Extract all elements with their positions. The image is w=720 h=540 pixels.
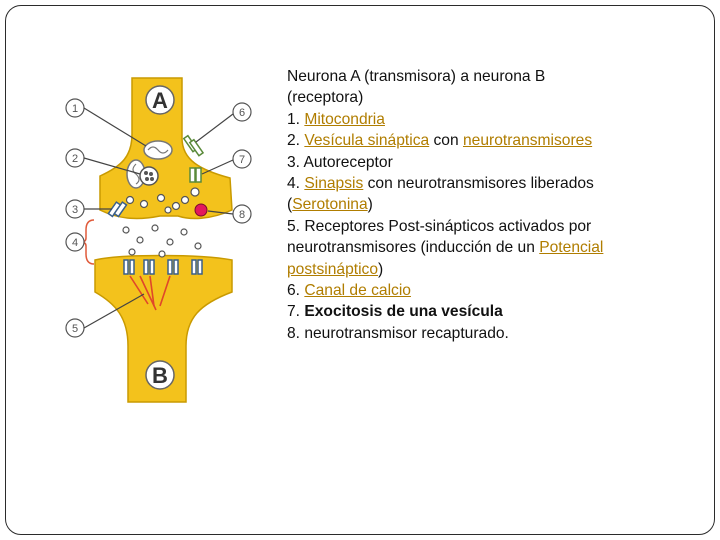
neuron-a-label: A xyxy=(152,88,168,113)
callout-8: 8 xyxy=(233,205,251,223)
svg-text:4: 4 xyxy=(72,237,78,249)
callout-3: 3 xyxy=(66,200,84,218)
link-vesicula-sinaptica[interactable]: Vesícula sináptica xyxy=(304,132,429,149)
item-3: 3. Autoreceptor xyxy=(287,152,667,173)
callout-1: 1 xyxy=(66,99,84,117)
released-neurotransmitters xyxy=(123,225,201,257)
link-postsinaptico[interactable]: postsináptico xyxy=(287,261,378,278)
item-5: 5. Receptores Post-sinápticos activados … xyxy=(287,216,667,237)
callout-5: 5 xyxy=(66,319,84,337)
svg-text:3: 3 xyxy=(72,204,78,216)
title-line-1: Neurona A (transmisora) a neurona B xyxy=(287,66,667,87)
svg-text:8: 8 xyxy=(239,209,245,221)
svg-text:6: 6 xyxy=(239,107,245,119)
callout-6: 6 xyxy=(233,103,251,121)
item-6: 6. Canal de calcio xyxy=(287,280,667,301)
link-serotonina[interactable]: Serotonina xyxy=(292,196,367,213)
item-7: 7. Exocitosis de una vesícula xyxy=(287,301,667,322)
item-4-cont: (Serotonina) xyxy=(287,194,667,215)
legend-text: Neurona A (transmisora) a neurona B (rec… xyxy=(287,66,667,344)
title-line-2: (receptora) xyxy=(287,87,667,108)
link-potencial[interactable]: Potencial xyxy=(539,239,603,256)
item-4: 4. Sinapsis con neurotransmisores libera… xyxy=(287,173,667,194)
svg-text:7: 7 xyxy=(239,154,245,166)
link-sinapsis[interactable]: Sinapsis xyxy=(304,175,363,192)
link-neurotransmisores[interactable]: neurotransmisores xyxy=(463,132,592,149)
item-5-cont-2: postsináptico) xyxy=(287,259,667,280)
synaptic-vesicle-cluster xyxy=(140,167,158,185)
link-canal-de-calcio[interactable]: Canal de calcio xyxy=(304,282,411,299)
item-1: 1. Mitocondria xyxy=(287,109,667,130)
item-5-cont: neurotransmisores (inducción de un Poten… xyxy=(287,237,667,258)
svg-text:1: 1 xyxy=(72,103,78,115)
svg-text:2: 2 xyxy=(72,153,78,165)
item-2: 2. Vesícula sináptica con neurotransmiso… xyxy=(287,130,667,151)
synapse-diagram: A B xyxy=(60,70,260,410)
item-8: 8. neurotransmisor recapturado. xyxy=(287,323,667,344)
callout-7: 7 xyxy=(233,150,251,168)
callout-4: 4 xyxy=(66,233,84,251)
callout-2: 2 xyxy=(66,149,84,167)
svg-text:5: 5 xyxy=(72,323,78,335)
recaptured-neurotransmitter xyxy=(195,204,207,216)
neuron-b-label: B xyxy=(152,363,168,388)
link-mitocondria[interactable]: Mitocondria xyxy=(304,111,385,128)
exocytosis-vesicle xyxy=(190,168,201,196)
